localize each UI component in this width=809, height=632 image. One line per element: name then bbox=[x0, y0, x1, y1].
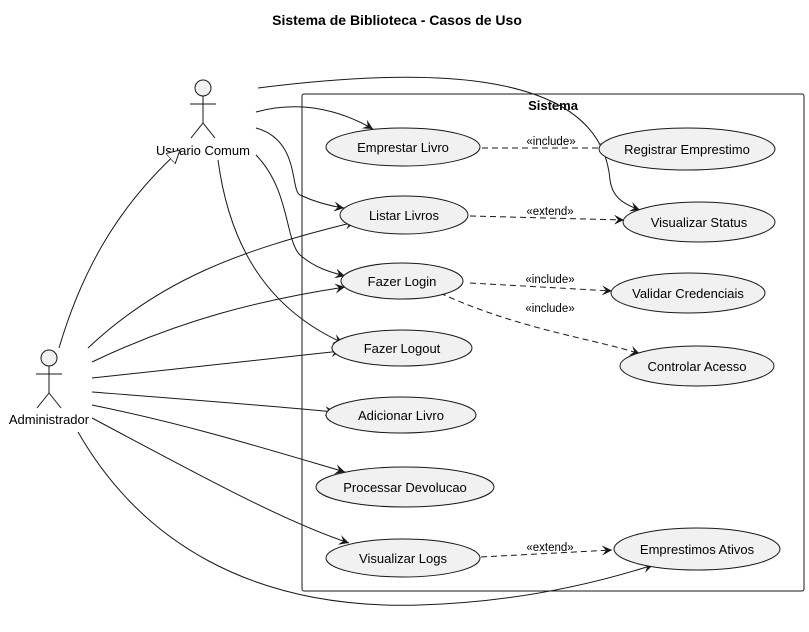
actor-head-icon bbox=[40, 349, 58, 367]
use-case-label: Processar Devolucao bbox=[343, 480, 467, 495]
use-case-validar-credenciais[interactable]: Validar Credenciais bbox=[610, 272, 766, 314]
use-case-label: Listar Livros bbox=[369, 208, 440, 223]
extend-edge-ativos bbox=[480, 545, 613, 558]
system-boundary bbox=[301, 93, 805, 592]
stereotype-extend-ativos: «extend» bbox=[526, 542, 573, 554]
include-edge-controlar bbox=[439, 292, 641, 356]
system-boundary-label: Sistema bbox=[528, 98, 579, 113]
use-case-emprestimos-ativos[interactable]: Emprestimos Ativos bbox=[613, 527, 781, 571]
use-case-label: Registrar Emprestimo bbox=[624, 142, 750, 157]
use-case-fazer-login[interactable]: Fazer Login bbox=[340, 262, 464, 300]
use-case-fazer-logout[interactable]: Fazer Logout bbox=[331, 329, 473, 367]
edge-admin-logout bbox=[91, 347, 342, 379]
use-case-processar-devolucao[interactable]: Processar Devolucao bbox=[315, 466, 495, 508]
actor-administrador[interactable]: Administrador bbox=[9, 349, 90, 427]
edge-admin-ativos bbox=[77, 431, 654, 606]
use-case-label: Fazer Login bbox=[368, 274, 437, 289]
edge-admin-listar bbox=[87, 219, 356, 349]
edge-admin-login bbox=[91, 283, 346, 363]
stereotype-extend-status: «extend» bbox=[526, 206, 573, 218]
stereotype-include-registrar: «include» bbox=[526, 136, 575, 148]
use-case-label: Fazer Logout bbox=[364, 341, 441, 356]
use-case-controlar-acesso[interactable]: Controlar Acesso bbox=[619, 345, 775, 387]
edge-usuario-status bbox=[257, 76, 641, 212]
edge-usuario-login bbox=[255, 154, 346, 279]
use-case-emprestar-livro[interactable]: Emprestar Livro bbox=[325, 127, 481, 167]
edge-admin-adicionar bbox=[91, 391, 336, 417]
edge-usuario-logout bbox=[217, 159, 344, 344]
stereotype-include-validar: «include» bbox=[525, 274, 574, 286]
extend-edge-status bbox=[469, 214, 625, 225]
use-case-label: Visualizar Logs bbox=[359, 551, 447, 566]
generalization-edge bbox=[58, 150, 180, 349]
use-case-visualizar-logs[interactable]: Visualizar Logs bbox=[325, 538, 481, 578]
actor-administrador-label: Administrador bbox=[9, 412, 90, 427]
actor-head-icon bbox=[194, 79, 212, 97]
use-case-label: Controlar Acesso bbox=[648, 359, 747, 374]
edge-usuario-emprestar bbox=[255, 106, 374, 130]
use-case-registrar-emprestimo[interactable]: Registrar Emprestimo bbox=[598, 127, 776, 171]
edge-admin-logs bbox=[91, 417, 350, 545]
use-case-label: Adicionar Livro bbox=[358, 408, 444, 423]
include-edge-validar bbox=[469, 282, 613, 296]
actor-usuario-comum[interactable]: Usuario Comum bbox=[156, 79, 250, 158]
use-case-label: Visualizar Status bbox=[651, 215, 748, 230]
use-case-listar-livros[interactable]: Listar Livros bbox=[339, 195, 469, 235]
stereotype-include-controlar: «include» bbox=[525, 303, 574, 315]
use-case-label: Validar Credenciais bbox=[632, 286, 744, 301]
edge-admin-devolucao bbox=[91, 404, 346, 474]
diagram-title: Sistema de Biblioteca - Casos de Uso bbox=[272, 12, 522, 28]
edge-usuario-listar bbox=[255, 127, 345, 212]
use-case-visualizar-status[interactable]: Visualizar Status bbox=[622, 201, 776, 243]
use-case-adicionar-livro[interactable]: Adicionar Livro bbox=[325, 396, 477, 434]
actor-usuario-label: Usuario Comum bbox=[156, 143, 250, 158]
use-case-label: Emprestar Livro bbox=[357, 140, 449, 155]
use-case-label: Emprestimos Ativos bbox=[640, 542, 755, 557]
